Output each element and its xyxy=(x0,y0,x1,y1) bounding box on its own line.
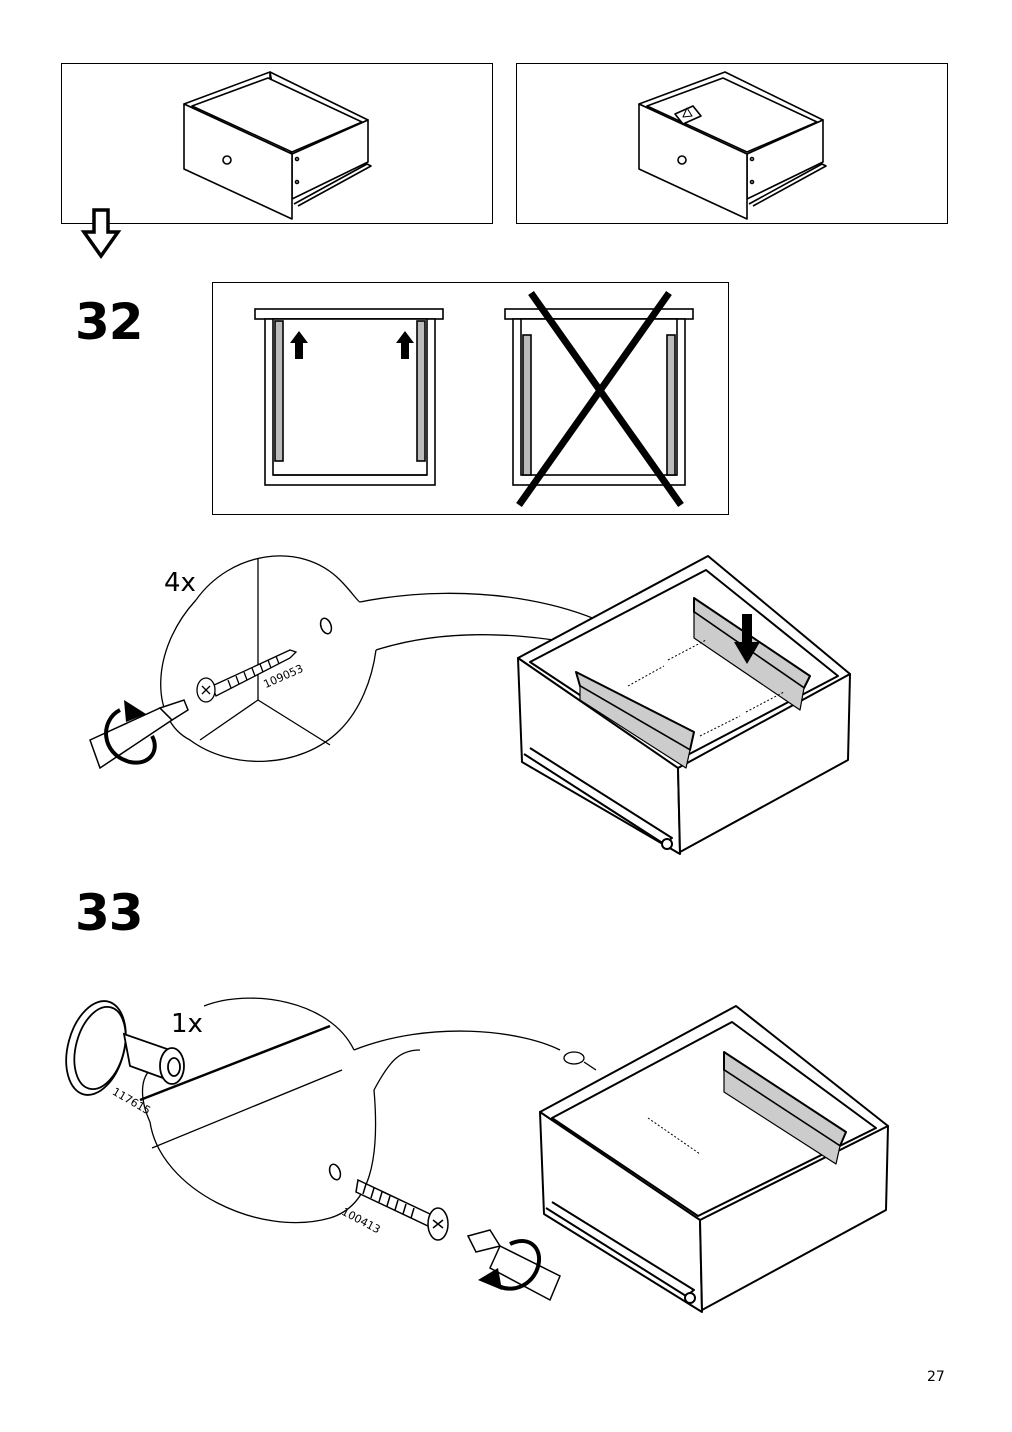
screwdriver-icon xyxy=(89,699,189,770)
drawer-illustration xyxy=(638,71,827,220)
rotation-arrow-icon xyxy=(478,1238,542,1291)
correct-orientation-diagram xyxy=(254,290,694,508)
up-arrow-icon xyxy=(396,331,414,359)
step-32-quantity: 4x xyxy=(164,568,196,598)
rotation-arrow-icon xyxy=(104,700,157,765)
up-arrow-icon xyxy=(290,331,308,359)
bolt-icon xyxy=(355,1178,449,1241)
step-33-number: 33 xyxy=(75,884,144,942)
step-33-illustration xyxy=(65,997,889,1313)
knob-icon xyxy=(65,1000,185,1096)
drawer-illustration xyxy=(183,71,372,220)
step-32-illustration xyxy=(89,555,851,855)
screw-icon xyxy=(196,649,298,703)
step-32-number: 32 xyxy=(75,293,144,351)
wrong-cross-icon xyxy=(516,290,684,508)
hollow-down-arrow-icon xyxy=(80,208,122,260)
orientation-panel xyxy=(212,282,729,515)
page-number: 27 xyxy=(927,1369,945,1385)
step-33-quantity: 1x xyxy=(171,1009,203,1039)
reference-panel-right xyxy=(516,63,948,224)
reference-panel-left xyxy=(61,63,493,224)
